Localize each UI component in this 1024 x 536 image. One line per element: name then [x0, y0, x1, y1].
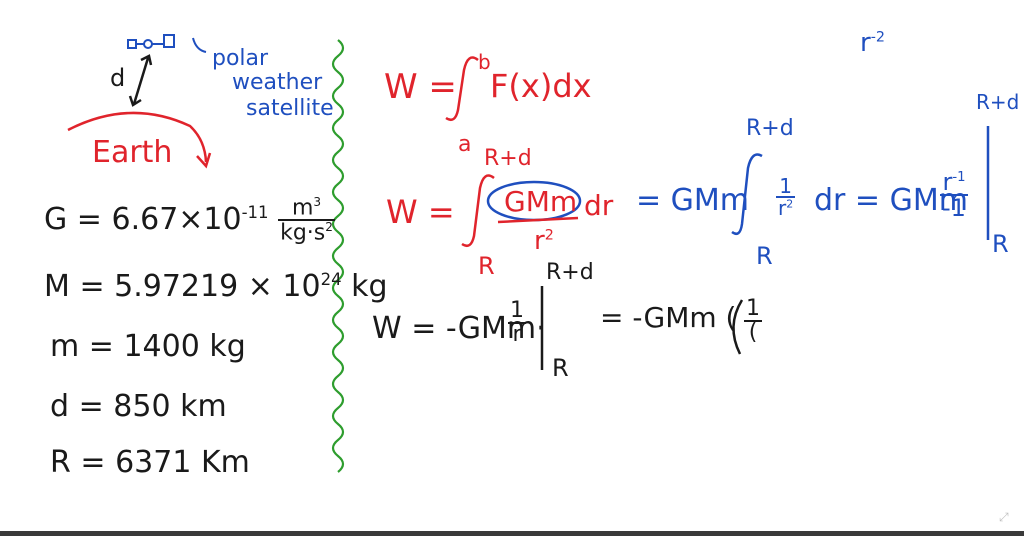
work-def-integrand: F(x)dx — [490, 67, 592, 105]
line2-lhs: W = — [386, 193, 455, 231]
satellite-label-line3: satellite — [246, 96, 334, 121]
given-g: G = 6.67×10-11 m3 kg·s2 — [44, 195, 335, 246]
line2-lower2: R — [756, 242, 773, 270]
line3-lhs: W = -GMm· — [372, 311, 546, 346]
given-R: R = 6371 Km — [50, 445, 250, 480]
line2-lower: R — [478, 252, 495, 280]
expand-icon[interactable]: ⤢ — [999, 510, 1009, 524]
given-var: G — [44, 201, 68, 237]
line2-frac3: r-1 -1 — [940, 168, 968, 222]
work-def-lhs: W = — [384, 67, 457, 107]
line2-dr2: dr = GMm — [814, 183, 968, 218]
satellite-label-line2: weather — [232, 70, 323, 95]
work-def-lower: a — [458, 132, 472, 157]
line2-eq1: = GMm — [636, 183, 750, 218]
line3-frac: 1 r — [508, 298, 526, 347]
r-power-note: r-2 — [860, 28, 885, 58]
distance-arrow-icon — [128, 54, 153, 107]
line2-upper2: R+d — [746, 116, 794, 141]
line2-eval-upper: R+d — [976, 90, 1020, 114]
line2-dr: dr — [584, 189, 614, 222]
line3-rhs: = -GMm ( — [600, 301, 737, 334]
given-value: 6.67×10 — [111, 201, 242, 237]
line3-eval-lower: R — [552, 354, 569, 382]
integral-sign-2 — [461, 174, 495, 247]
satellite-icon — [127, 34, 207, 53]
given-exp: -11 — [241, 202, 269, 222]
distance-label: d — [110, 64, 126, 92]
wavy-divider — [331, 39, 345, 473]
given-unit: m3 kg·s2 — [278, 195, 335, 246]
given-d: d = 850 km — [50, 389, 227, 424]
paren-stroke — [732, 299, 744, 355]
line2-eval-lower: R — [992, 230, 1009, 258]
earth-arc-icon — [67, 111, 212, 169]
given-M: M = 5.97219 × 1024 kg — [44, 269, 388, 304]
satellite-label-line1: polar — [212, 46, 269, 71]
line3-eval-upper: R+d — [546, 260, 594, 285]
line2-frac2: 1 r2 — [776, 174, 796, 220]
line2-num: GMm — [504, 185, 578, 218]
line2-den: r2 — [534, 226, 554, 256]
work-def-upper: b — [478, 50, 491, 74]
integral-sign-1 — [445, 56, 479, 121]
line3-frac2: 1 ( — [744, 296, 762, 345]
line2-upper: R+d — [484, 146, 532, 171]
integral-sign-3 — [731, 153, 763, 235]
given-m: m = 1400 kg — [50, 329, 246, 364]
earth-label: Earth — [92, 135, 173, 170]
bottom-bar — [0, 531, 1024, 536]
